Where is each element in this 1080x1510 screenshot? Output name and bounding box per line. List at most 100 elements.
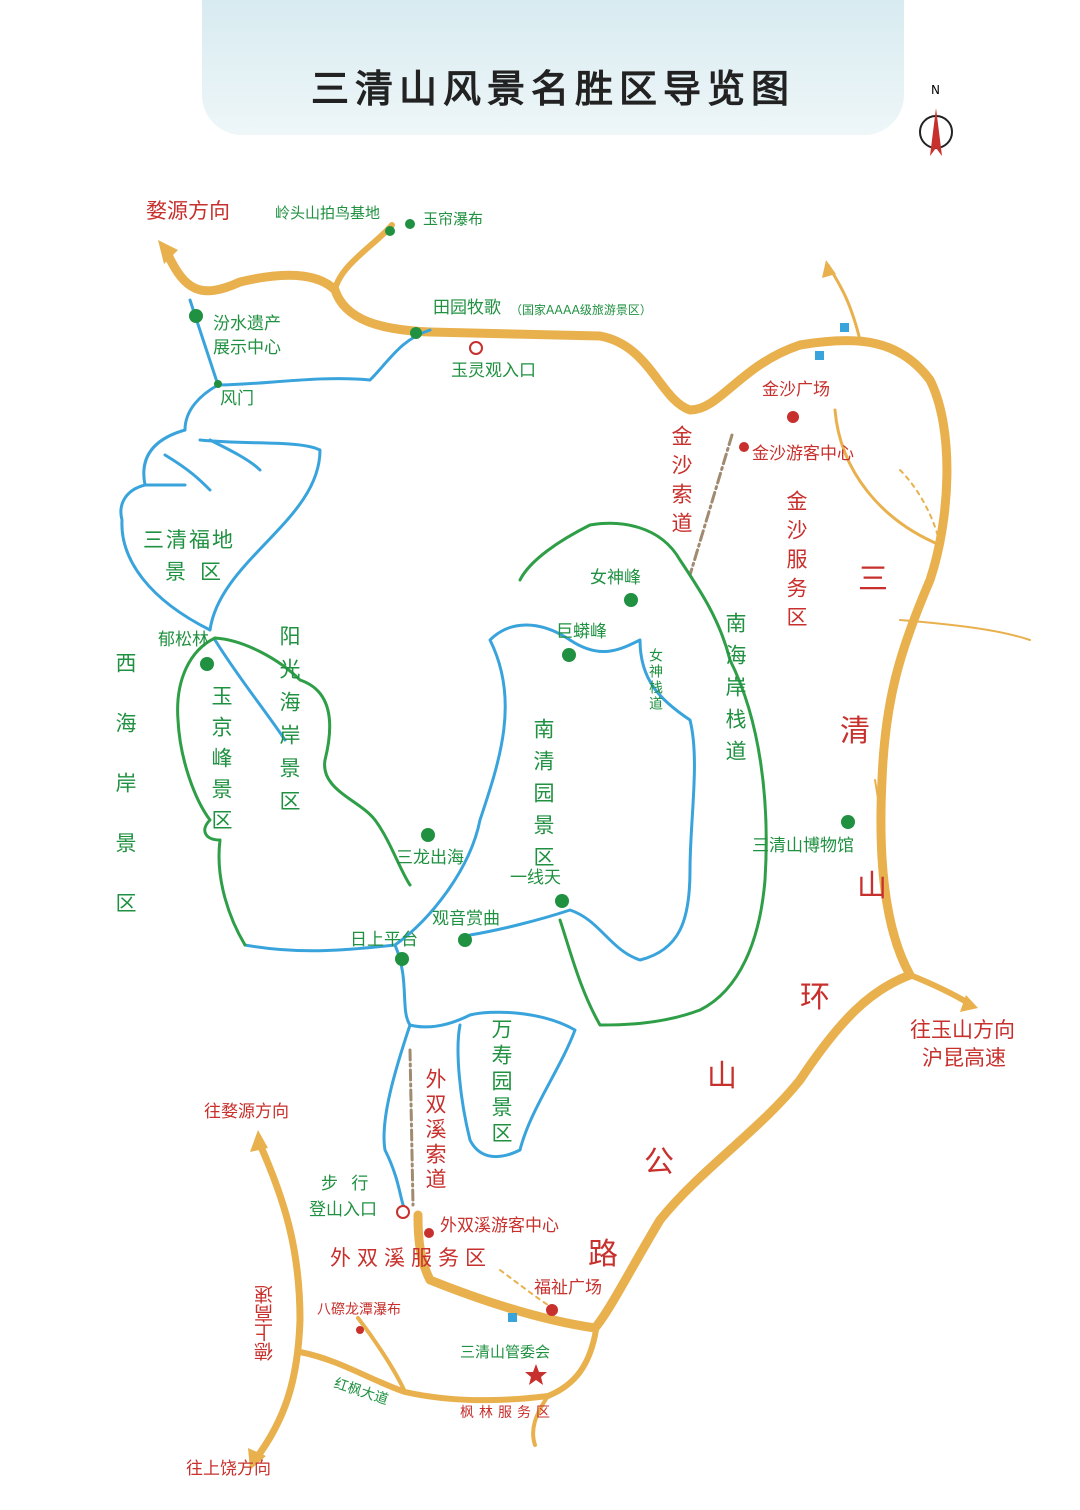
parking-icon [508,1313,517,1322]
label-walk-entry-2[interactable]: 登山入口 [309,1200,377,1220]
parking-icon [815,351,824,360]
area-jinsha-service: 金沙服务区 [784,490,808,635]
trail-west [243,943,397,953]
title-banner: 三清山风景名胜区导览图 [202,0,904,135]
marker-rishang[interactable] [395,952,409,966]
label-shangrao: 往上饶方向 [186,1459,271,1479]
label-bacong[interactable]: 八磜龙潭瀑布 [317,1302,401,1318]
label-waishuangxi-cableway: 外双溪索道 [423,1068,447,1193]
label-yulingguan[interactable]: 玉灵观入口 [451,361,536,381]
compass-icon [919,108,953,156]
label-tianyuan-note: （国家AAAA级旅游景区） [510,303,652,317]
area-nanqingyuan: 南清园景区 [531,718,555,878]
area-wanshouyuan: 万寿园景区 [489,1018,513,1148]
label-nvshen-plank: 女神栈道 [647,648,663,712]
area-waishuangxi-service: 外双溪服务区 [330,1246,492,1270]
marker-fenshui[interactable] [189,309,203,323]
label-yulian[interactable]: 玉帘瀑布 [423,210,484,228]
trail-south [382,943,577,1212]
area-yujingfeng: 玉京峰景区 [209,685,233,840]
label-jumangfeng[interactable]: 巨蟒峰 [556,622,607,642]
marker-yusonglin[interactable] [200,657,214,671]
marker-sanlong[interactable] [421,828,435,842]
area-xihai: 西海岸景区 [113,652,137,952]
green-trails [176,521,768,1027]
marker-guanyin[interactable] [458,933,472,947]
arrow-icon-yushan [960,995,978,1012]
marker-nvshenfeng[interactable] [624,593,638,607]
branch-yulian [332,222,395,293]
markers [189,219,855,1385]
marker-tianyuan[interactable] [410,327,422,339]
star-icon-guanweihui[interactable] [525,1364,547,1385]
label-fengmen[interactable]: 风门 [220,389,254,409]
label-sanlong[interactable]: 三龙出海 [396,848,464,868]
jinsha-cableway-line [688,433,734,577]
blue-trails [119,298,696,1212]
marker-jinsha-square[interactable] [787,411,799,423]
hongfeng-road [297,1327,599,1404]
marker-jumangfeng[interactable] [562,648,576,662]
marker-jinsha-center[interactable] [739,442,749,452]
label-yixiantian[interactable]: 一线天 [510,868,561,888]
compass-north: N [931,83,940,97]
label-yushan: 往玉山方向 [910,1018,1015,1042]
trail-fudi-inner [143,438,262,492]
label-walk-entry-1[interactable]: 步 行 [321,1174,373,1194]
marker-lingtoushan[interactable] [385,226,395,236]
marker-yulingguan[interactable] [469,341,483,355]
label-jinsha-center[interactable]: 金沙游客中心 [752,444,854,464]
trail-yujing [213,638,287,742]
label-guanyin[interactable]: 观音赏曲 [432,909,500,929]
cableways [408,433,734,1207]
trail-xihai [176,636,247,947]
label-fenshui-1[interactable]: 汾水遗产 [213,314,281,334]
road-bacong [356,1316,407,1394]
arrow-icon-wuyuan [158,240,178,264]
label-rishang[interactable]: 日上平台 [350,930,418,950]
area-sanqing-fudi-1: 三清福地 [143,528,235,552]
label-fenshui-2[interactable]: 展示中心 [213,338,281,358]
road-yushan [907,972,973,1007]
road-fenglin [531,1394,550,1447]
roads [163,222,1031,1464]
marker-fuzhi[interactable] [546,1304,558,1316]
label-fuzhi[interactable]: 福祉广场 [534,1278,602,1298]
deshang-highway [251,1136,304,1464]
marker-waishuangxi-center[interactable] [424,1228,434,1238]
map-title: 三清山风景名胜区导览图 [310,67,795,111]
label-jinsha-cableway: 金沙索道 [669,425,693,541]
label-tianyuan[interactable]: 田园牧歌 [433,298,501,318]
dashed-path [499,469,941,1306]
label-guanweihui[interactable]: 三清山管委会 [460,1343,551,1361]
label-museum[interactable]: 三清山博物馆 [752,836,854,856]
marker-yulian[interactable] [405,219,415,229]
label-yusonglin[interactable]: 郁松林 [158,630,209,650]
label-wuyuan-bottom: 往婺源方向 [204,1102,289,1122]
label-nvshenfeng[interactable]: 女神峰 [590,568,641,588]
ring-road [163,250,952,1333]
label-jinsha-square[interactable]: 金沙广场 [762,380,830,400]
waishuangxi-cableway-line [408,1048,415,1207]
area-yangguang: 阳光海岸景区 [277,625,301,823]
area-fenglin-service: 枫林服务区 [460,1405,555,1421]
parking-icon [840,323,849,332]
label-hukun: 沪昆高速 [922,1046,1006,1070]
label-wuyuan-direction: 婺源方向 [146,199,230,223]
marker-bacong[interactable] [356,1326,364,1334]
label-lingtoushan[interactable]: 岭头山拍鸟基地 [275,204,381,222]
arrow-icon-shangrao [248,1448,266,1470]
label-waishuangxi-center[interactable]: 外双溪游客中心 [440,1216,559,1236]
direction-arrows [158,240,978,1470]
road-east [874,619,1031,861]
marker-fengmen[interactable] [214,380,222,388]
area-sanqing-fudi-2: 景区 [165,560,235,584]
marker-yixiantian[interactable] [555,894,569,908]
arrow-icon-wuyuan-bottom [250,1130,268,1152]
marker-museum[interactable] [841,815,855,829]
trail-nanhai [518,521,768,1027]
trail-center [393,623,696,962]
trail-yangguang [213,636,412,887]
marker-walk-entry[interactable] [396,1205,410,1219]
